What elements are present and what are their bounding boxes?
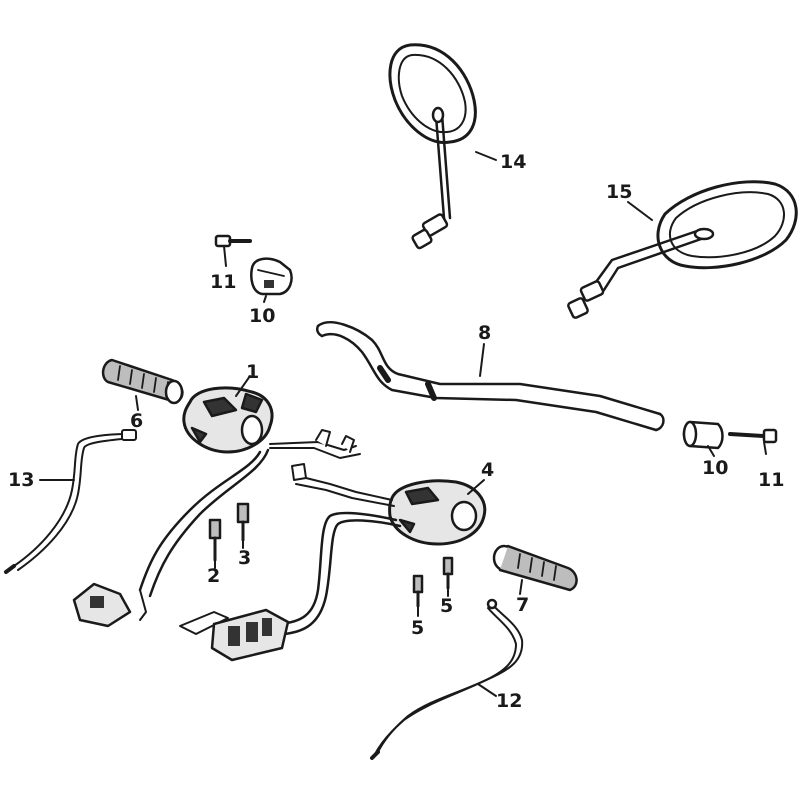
right-switch-wiring <box>278 463 402 636</box>
callout-10b: 10 <box>702 457 729 479</box>
callout-11a: 11 <box>210 271 237 293</box>
callout-8: 8 <box>478 322 492 344</box>
left-handlebar-switch <box>182 386 274 454</box>
screw-3 <box>236 502 250 542</box>
callout-2: 2 <box>207 565 221 587</box>
callout-14: 14 <box>500 151 527 173</box>
bar-end-weight-left <box>250 257 293 296</box>
right-connector <box>179 608 290 662</box>
screw-5b <box>442 556 454 590</box>
callout-5a: 5 <box>411 617 425 639</box>
callout-7: 7 <box>516 594 530 616</box>
left-grip <box>101 358 184 405</box>
callout-15: 15 <box>606 181 633 203</box>
right-mirror <box>567 180 798 319</box>
right-grip <box>492 544 578 592</box>
right-handlebar-switch <box>388 479 487 546</box>
bolt-left <box>214 234 252 248</box>
callout-4: 4 <box>481 459 495 481</box>
left-connector <box>72 582 147 628</box>
left-switch-wiring <box>138 429 361 598</box>
callout-3: 3 <box>238 547 252 569</box>
cable-right <box>370 598 524 760</box>
leader-lines <box>39 151 767 697</box>
screw-5a <box>412 574 424 608</box>
callout-12: 12 <box>496 690 523 712</box>
callout-1: 1 <box>246 361 260 383</box>
callout-5b: 5 <box>440 595 454 617</box>
left-mirror <box>388 43 477 250</box>
bolt-right <box>728 428 778 444</box>
cable-left <box>4 429 137 574</box>
callout-13: 13 <box>8 469 35 491</box>
handlebar <box>315 321 665 432</box>
callout-10a: 10 <box>249 305 276 327</box>
screw-2 <box>208 518 222 562</box>
callout-11b: 11 <box>758 469 785 491</box>
bar-end-weight-right <box>682 420 724 450</box>
callout-6: 6 <box>130 410 144 432</box>
